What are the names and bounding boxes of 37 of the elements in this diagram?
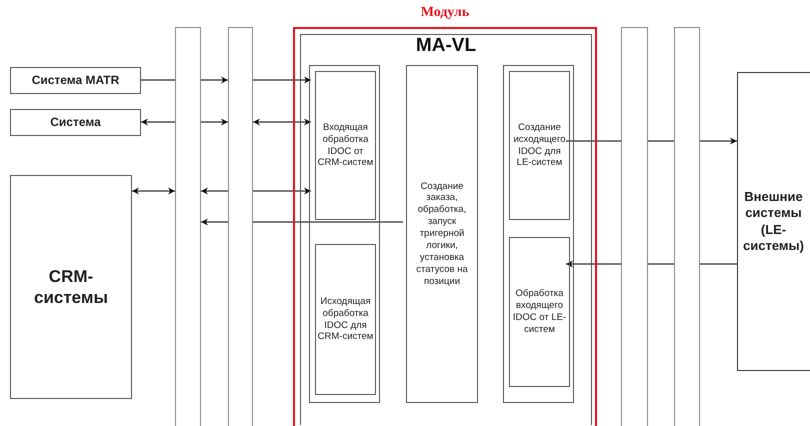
arrow xyxy=(200,188,228,194)
arrow xyxy=(200,76,228,84)
process-text: Исходящая обработка IDOC для CRM-систем xyxy=(316,294,374,344)
process-box xyxy=(509,237,570,387)
process-box xyxy=(315,244,376,395)
connector-bar xyxy=(621,27,648,426)
arrow xyxy=(252,76,312,84)
arrow xyxy=(140,118,176,126)
arrow xyxy=(132,188,176,194)
system-block xyxy=(737,72,810,371)
connector-bar xyxy=(228,27,253,426)
process-text: Создание исходящего IDOC для LE-систем xyxy=(512,120,566,170)
system-name: CRM-системы xyxy=(32,266,109,309)
process-text: Создание заказа, обработка, запуск тригерной логики, установка статусов на позиции xyxy=(415,180,469,289)
arrow xyxy=(200,218,228,226)
arrow xyxy=(566,260,622,268)
connector-bar xyxy=(175,27,201,426)
process-box xyxy=(509,71,570,220)
system-name: Система MATR xyxy=(30,72,120,89)
system-box xyxy=(10,67,141,94)
process-box xyxy=(406,65,478,403)
system-name: Система xyxy=(49,114,102,131)
arrow xyxy=(252,188,312,194)
column-box xyxy=(503,65,574,403)
system-block xyxy=(10,175,132,399)
system-box xyxy=(10,109,141,136)
system-name: Внешние системы (LE-системы) xyxy=(742,188,805,255)
connector-bar xyxy=(674,27,700,426)
arrow xyxy=(700,138,738,144)
process-text: Входящая обработка IDOC от CRM-систем xyxy=(316,120,374,170)
module-title: Модуль xyxy=(420,5,470,21)
column-box xyxy=(309,65,380,403)
process-box xyxy=(315,71,376,220)
arrow xyxy=(200,118,228,126)
process-text: Обработка входящего IDOC от LE-систем xyxy=(512,287,568,337)
module-title: MA-VL xyxy=(414,35,478,57)
arrow xyxy=(252,118,312,126)
